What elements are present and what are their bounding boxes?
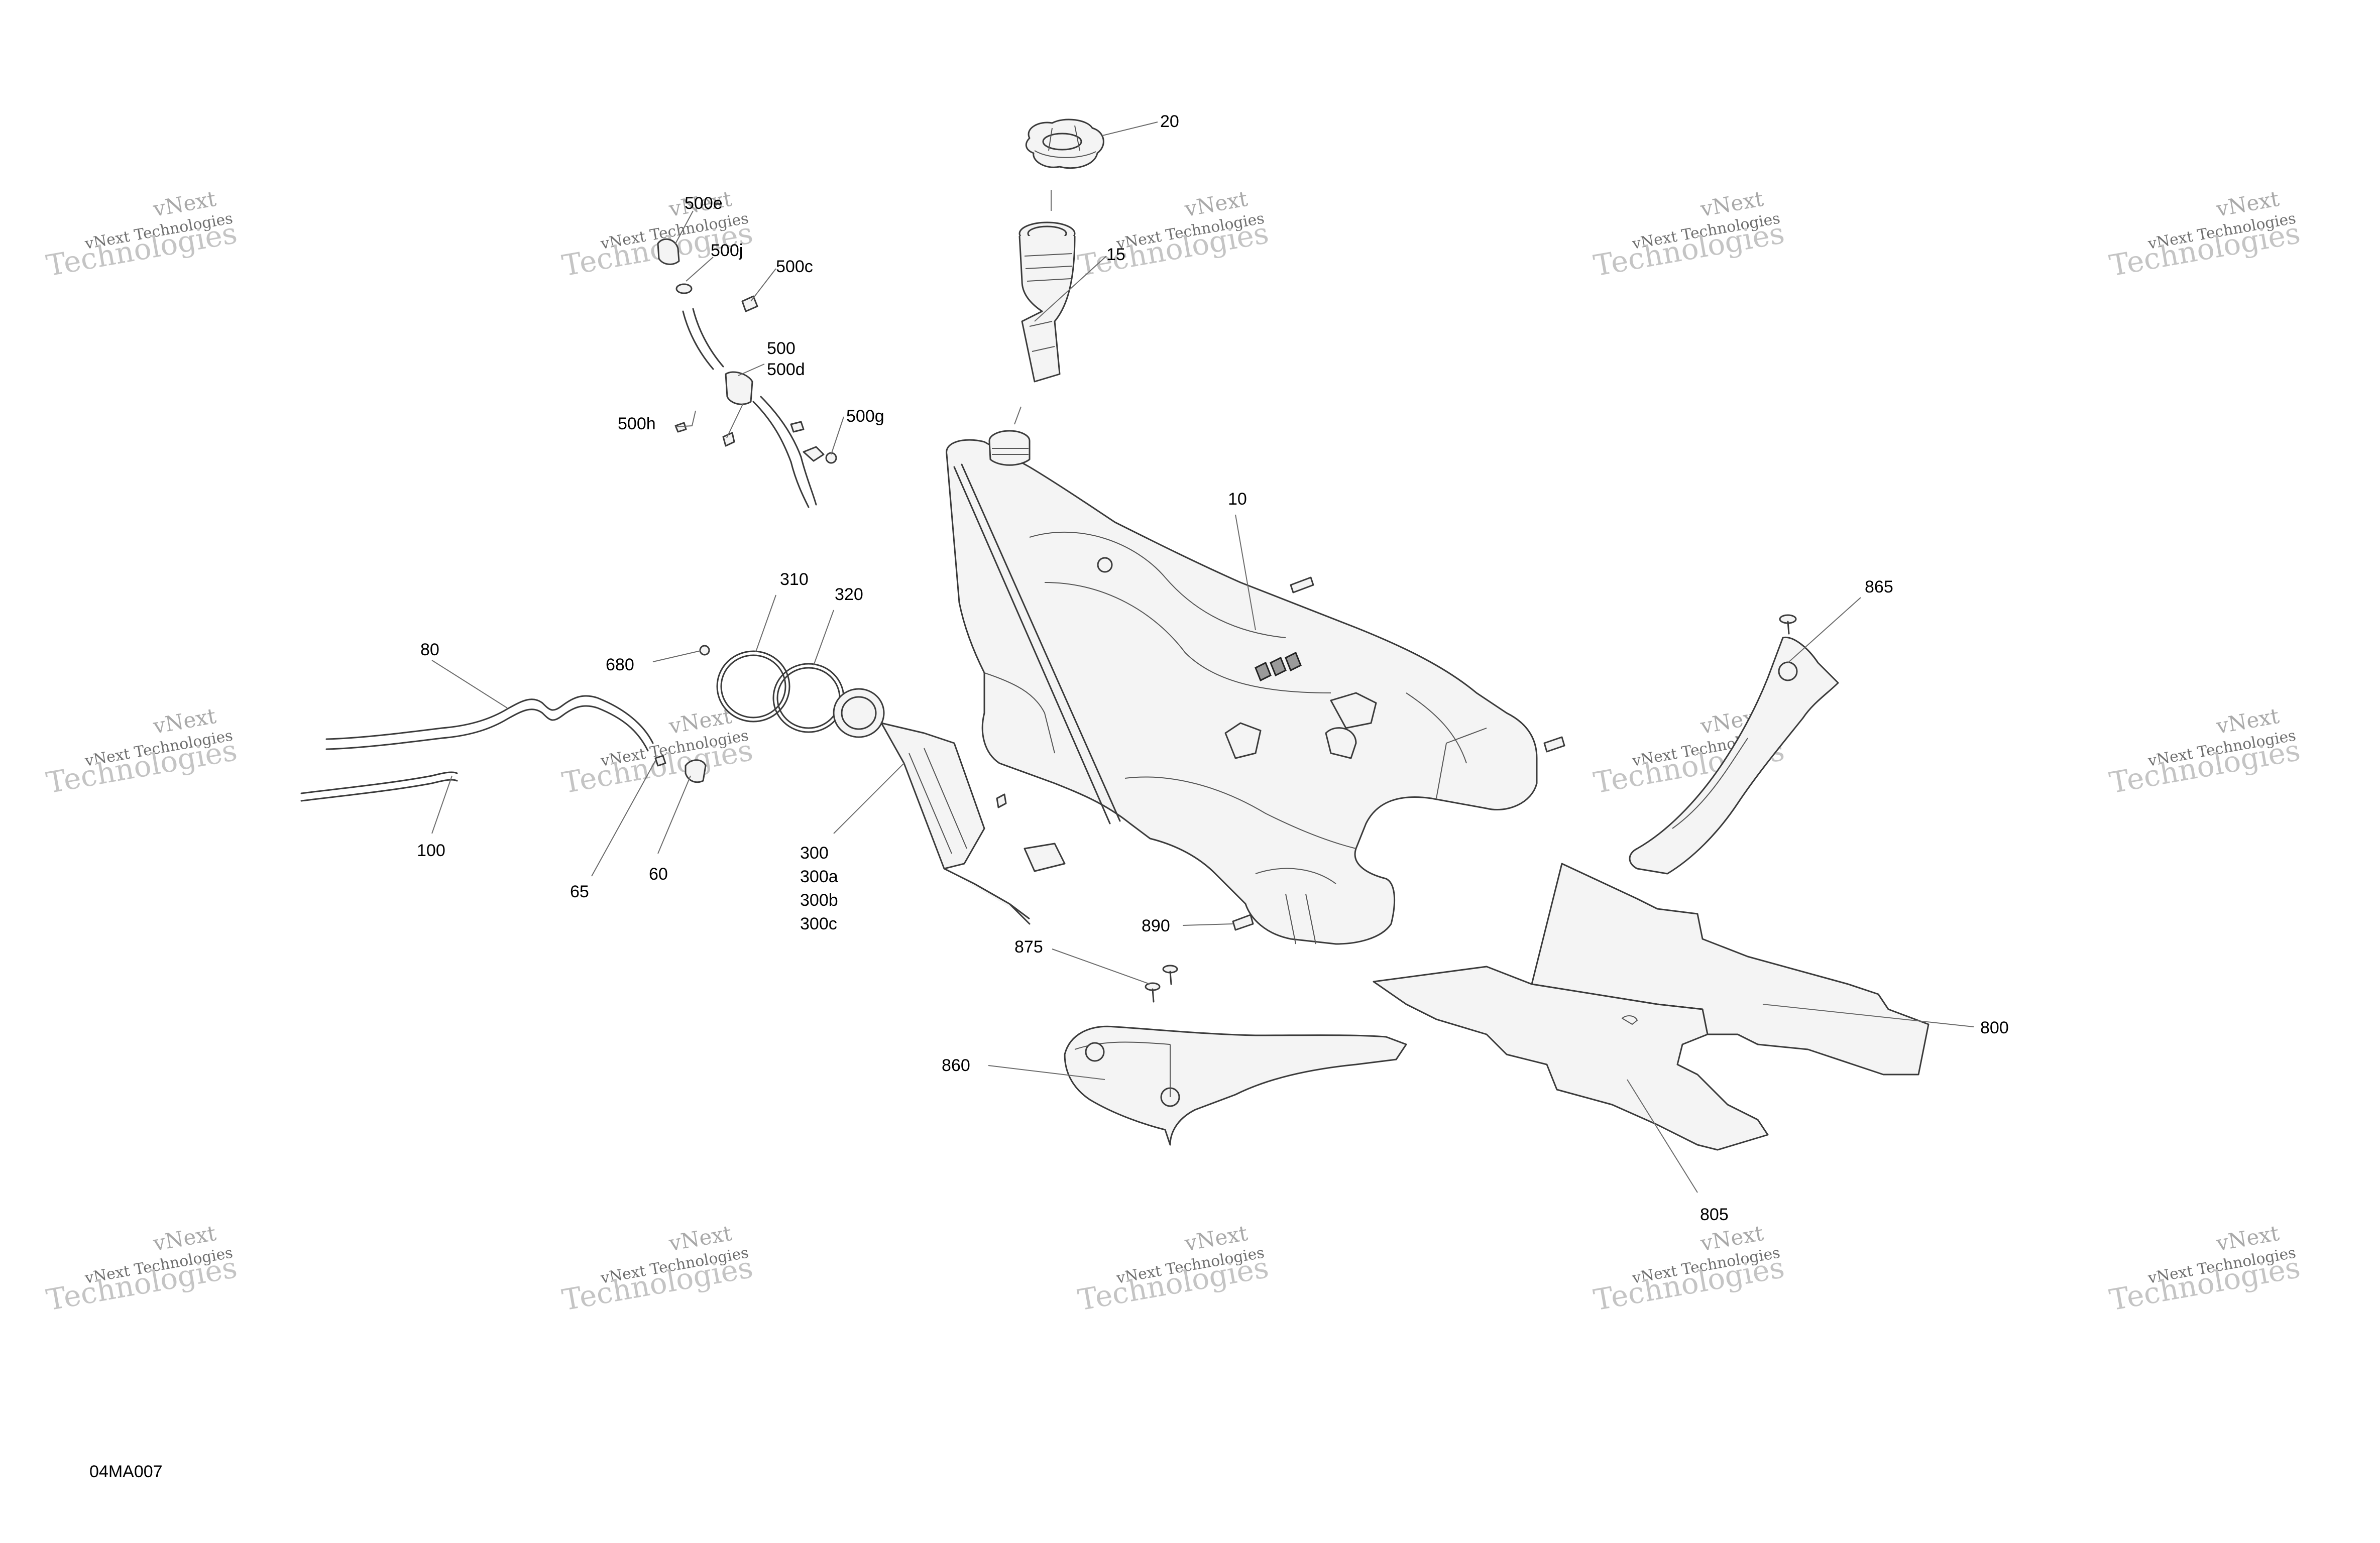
screw-680-part bbox=[699, 645, 710, 656]
mat-800-part bbox=[1531, 863, 1930, 1076]
fuel-line-100-part bbox=[300, 771, 458, 802]
callout-500: 500 bbox=[767, 339, 796, 358]
callout-500d: 500d bbox=[767, 360, 805, 379]
callout-500g: 500g bbox=[846, 407, 884, 426]
fuel-line-80-part bbox=[325, 695, 654, 752]
callout-300a: 300a bbox=[800, 867, 838, 886]
lock-ring-310-part bbox=[716, 650, 790, 723]
callout-60: 60 bbox=[649, 865, 668, 884]
callout-890: 890 bbox=[1142, 916, 1170, 935]
callout-100: 100 bbox=[417, 841, 445, 860]
filler-neck-part bbox=[1018, 221, 1076, 383]
callout-800: 800 bbox=[1980, 1018, 2009, 1037]
callout-labels: 20 15 10 500e 500j 500c 500 500d 500h 50… bbox=[417, 112, 2009, 1224]
fuel-cap-part bbox=[1025, 118, 1104, 169]
callout-320: 320 bbox=[835, 585, 863, 604]
callout-500h: 500h bbox=[618, 414, 656, 433]
callout-300b: 300b bbox=[800, 891, 838, 910]
callout-865: 865 bbox=[1865, 577, 1893, 597]
fuel-tank-part bbox=[946, 430, 1538, 945]
callout-80: 80 bbox=[420, 640, 439, 659]
heat-shield-860-part bbox=[1064, 1025, 1407, 1146]
callout-500e: 500e bbox=[685, 194, 723, 213]
callout-680: 680 bbox=[606, 655, 634, 674]
callout-860: 860 bbox=[942, 1056, 970, 1075]
pad-890-part bbox=[996, 576, 1565, 931]
fuel-pump-module-part bbox=[833, 688, 1066, 925]
figure-code: 04MA007 bbox=[89, 1462, 163, 1481]
callout-310: 310 bbox=[780, 570, 809, 589]
callout-65: 65 bbox=[570, 882, 589, 901]
callout-300c: 300c bbox=[800, 914, 837, 933]
callout-15: 15 bbox=[1106, 245, 1125, 264]
mat-805-part bbox=[1373, 966, 1769, 1151]
callout-20: 20 bbox=[1160, 112, 1179, 131]
callout-300: 300 bbox=[800, 844, 829, 863]
callout-875: 875 bbox=[1014, 937, 1043, 957]
callout-500j: 500j bbox=[711, 241, 743, 260]
leader-lines bbox=[431, 122, 1974, 1193]
fastener-875-part bbox=[1145, 965, 1178, 1003]
heat-shield-865-part bbox=[1629, 614, 1839, 875]
vent-line-assembly-part bbox=[657, 238, 837, 508]
connector-60-part bbox=[685, 759, 707, 783]
clamp-65-part bbox=[654, 755, 666, 767]
callout-10: 10 bbox=[1228, 490, 1247, 509]
callout-500c: 500c bbox=[776, 257, 813, 276]
callout-805: 805 bbox=[1700, 1205, 1729, 1224]
